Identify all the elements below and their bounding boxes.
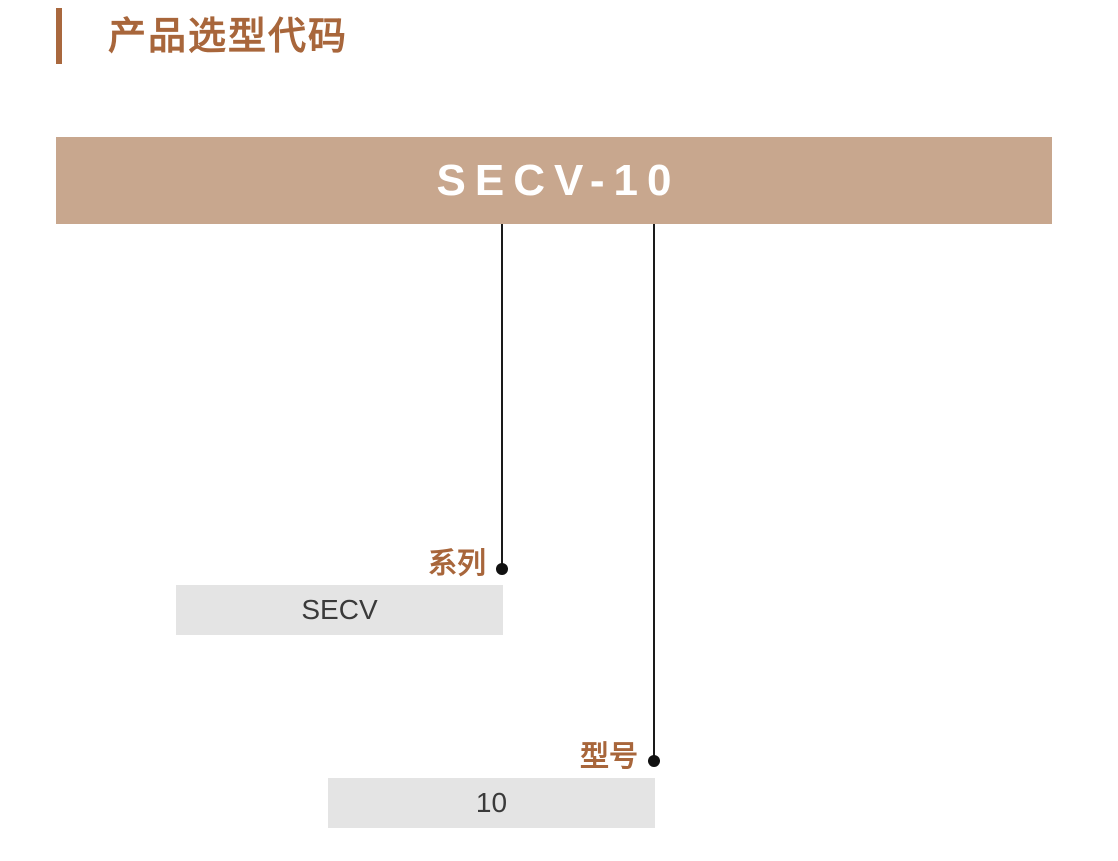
model-value: 10: [475, 787, 508, 818]
model-connector-dot: [648, 755, 660, 767]
series-connector-line: [501, 224, 503, 569]
title-accent-bar: [56, 8, 62, 64]
page-title: 产品选型代码: [108, 14, 349, 58]
code-banner: SECV-10: [56, 137, 1052, 224]
series-value-box: SECV: [176, 585, 503, 635]
series-connector-dot: [496, 563, 508, 575]
series-label: 系列: [427, 546, 486, 580]
model-connector-line: [653, 224, 655, 762]
model-value-box: 10: [328, 778, 655, 828]
model-code: SECV-10: [436, 155, 681, 205]
series-value: SECV: [301, 594, 378, 625]
model-label: 型号: [579, 739, 638, 773]
